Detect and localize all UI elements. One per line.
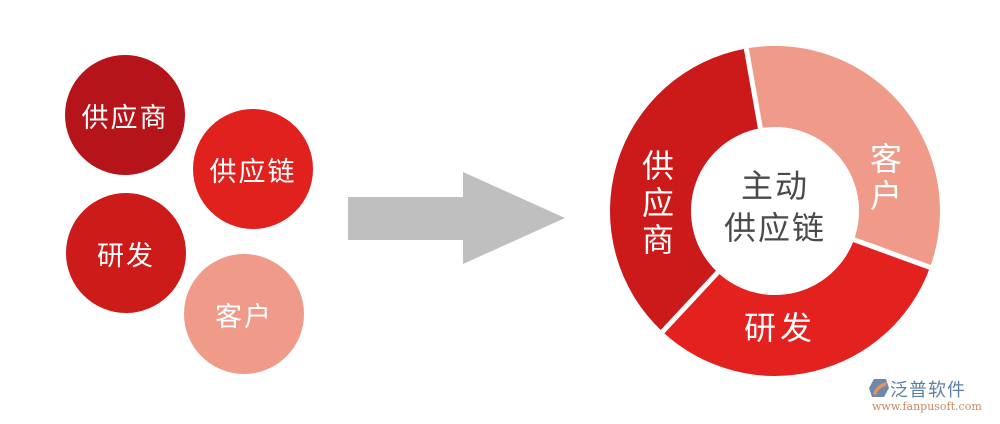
bubble-rnd: 研发 xyxy=(66,193,186,313)
logo-icon xyxy=(869,379,889,397)
segment-label-char: 应 xyxy=(641,183,674,222)
segment-label-rnd: 研发 xyxy=(743,309,816,347)
bubble-rnd-label: 研发 xyxy=(97,240,155,272)
segment-label-char: 供 xyxy=(641,147,674,185)
donut-center-label: 主动 供应链 xyxy=(700,166,850,249)
logo-url: www.fanpusoft.com xyxy=(872,400,982,413)
segment-label-supplier: 供 应 商 xyxy=(638,148,678,258)
segment-label-char: 商 xyxy=(641,220,674,259)
donut-segment-supplier xyxy=(609,48,761,332)
divider-line xyxy=(660,270,720,334)
brand-logo: 泛普软件 www.fanpusoft.com xyxy=(868,376,998,416)
segment-label-customer: 客 户 xyxy=(866,141,906,215)
segment-label-char: 客 xyxy=(869,140,902,178)
center-label-line1: 主动 xyxy=(740,167,809,205)
bubble-supply-chain-label: 供应链 xyxy=(209,156,297,188)
center-label-line2: 供应链 xyxy=(723,208,826,247)
bubble-customer-label: 客户 xyxy=(215,301,273,333)
donut-center xyxy=(691,127,859,295)
donut-segment-customer xyxy=(746,45,940,268)
bubble-supply-chain: 供应链 xyxy=(193,109,313,229)
logo-title: 泛普软件 xyxy=(890,380,966,401)
bubble-customer: 客户 xyxy=(184,254,304,374)
bubble-supplier-label: 供应商 xyxy=(81,102,169,134)
divider-line xyxy=(853,237,931,270)
donut-segment-rnd xyxy=(662,239,930,376)
segment-label-char: 户 xyxy=(869,176,902,215)
bubble-supplier: 供应商 xyxy=(65,55,185,175)
divider-line xyxy=(743,48,763,129)
